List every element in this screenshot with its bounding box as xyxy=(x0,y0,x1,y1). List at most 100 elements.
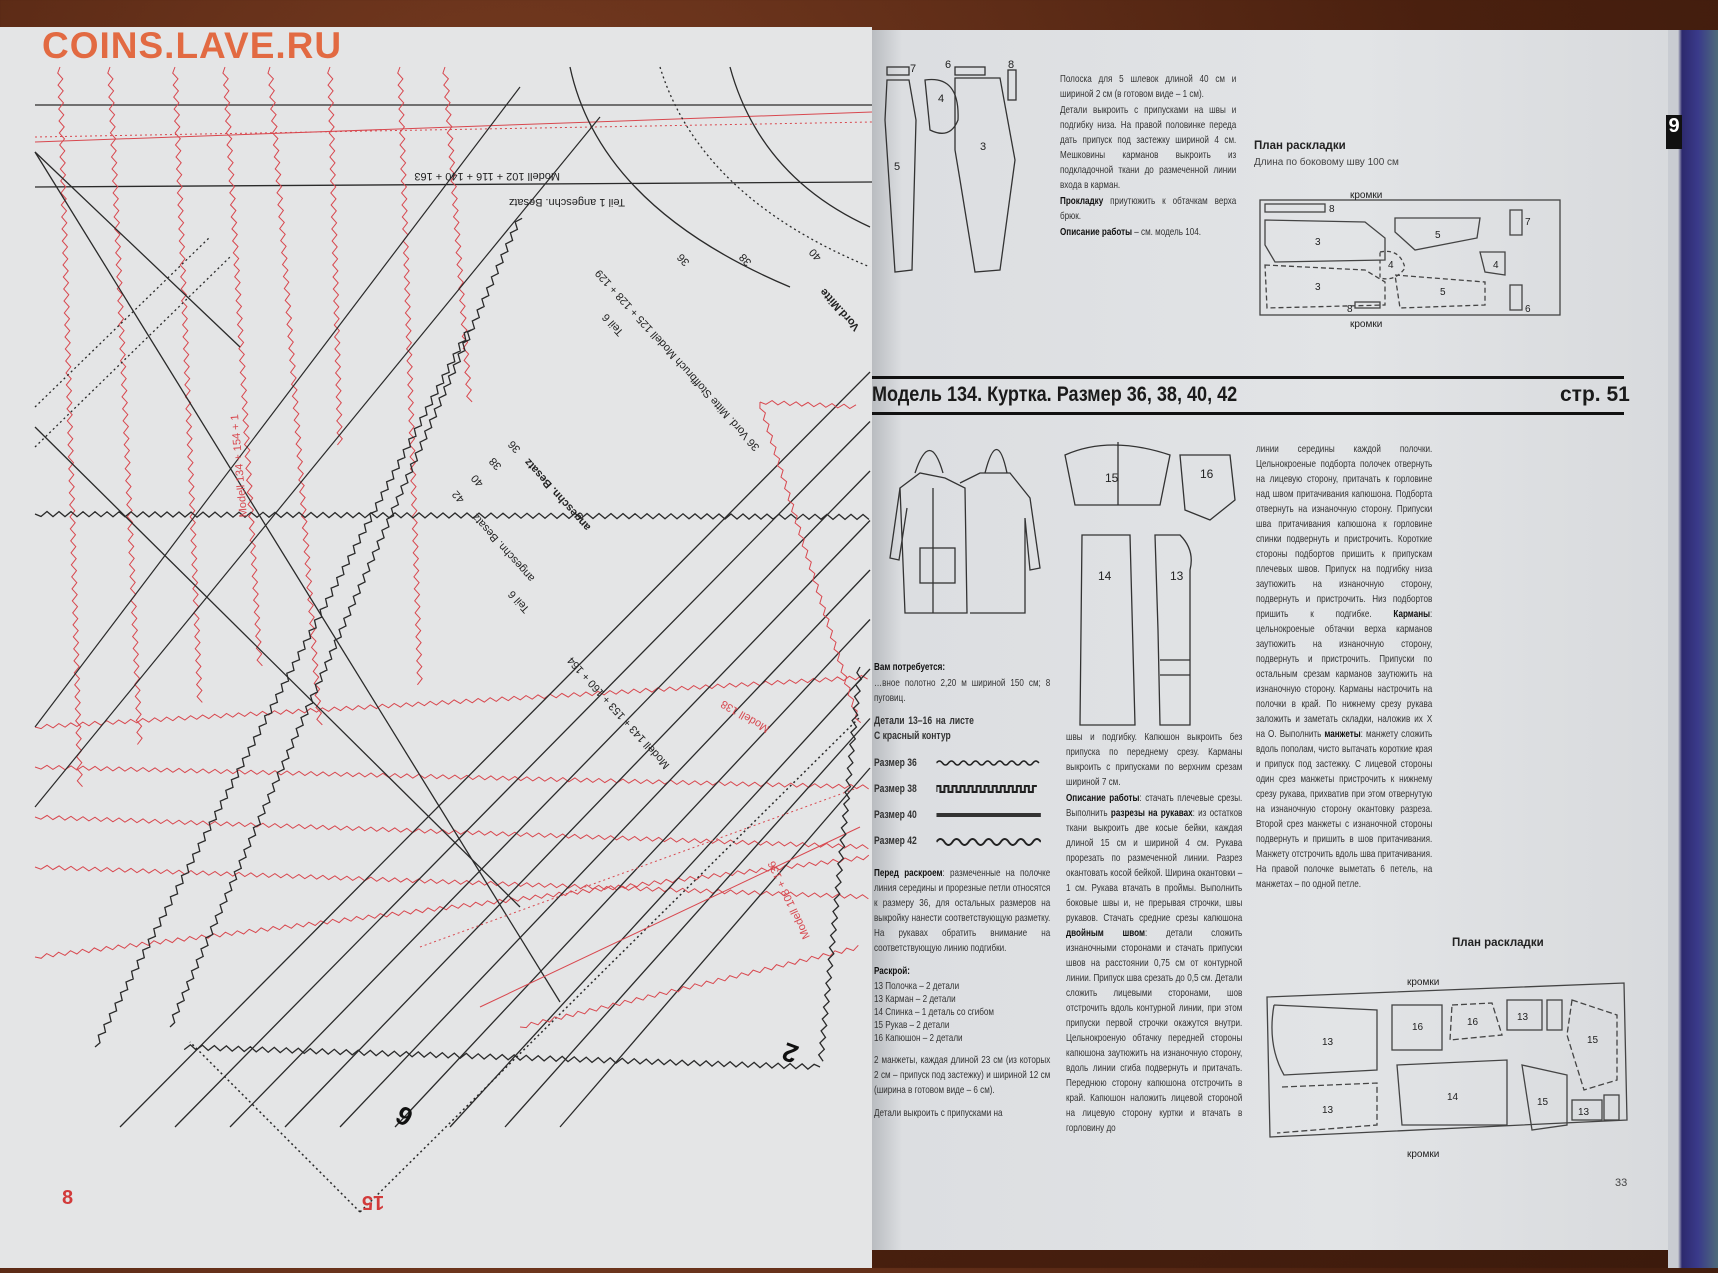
red-wavy-line xyxy=(34,674,868,730)
pattern-diagonal-line xyxy=(229,470,871,1128)
corner-tab-number: 9 xyxy=(1666,115,1682,149)
cuffs-text: 2 манжеты, каждая длиной 23 см (из котор… xyxy=(874,1055,1051,1096)
label-red-modell-138: Modell 138 xyxy=(719,697,772,734)
size-40-label: Размер 40 xyxy=(874,808,917,821)
column-2: швы и подгибку. Капюшон выкроить без при… xyxy=(1066,730,1242,1137)
piece-15: 15 xyxy=(1105,471,1119,485)
pattern-dotted-line xyxy=(34,256,231,448)
work-text: : из остатков ткани выкроить две косые б… xyxy=(1066,808,1243,924)
red-wavy-line xyxy=(267,66,323,726)
layout1-edge-bottom: кромки xyxy=(1350,319,1382,330)
layout2-piece: 13 xyxy=(1322,1105,1334,1116)
label-teil6: Teil 6 xyxy=(506,588,532,615)
watermark: COINS.LAVE.RU xyxy=(42,25,343,66)
layout-title-1: План раскладки xyxy=(1254,140,1346,152)
cuffs-heading: манжеты xyxy=(1324,729,1361,740)
pattern-diagonal-line xyxy=(449,668,871,1128)
red-dotted-line xyxy=(419,786,861,948)
size-36-line xyxy=(936,760,1040,766)
piece-14: 14 xyxy=(1098,569,1112,583)
work-text: – см. модель 104. xyxy=(1132,227,1202,238)
label-besatz2: angeschn. Besatz xyxy=(470,511,537,584)
layout2-edge-top: кромки xyxy=(1407,977,1439,988)
big-number-6: 6 xyxy=(390,1100,418,1133)
pants-piece-8: 8 xyxy=(1008,60,1014,71)
layout2-edge-bottom: кромки xyxy=(1407,1149,1439,1160)
red-wavy-line xyxy=(34,854,870,959)
label-modell-top: Modell 102 + 116 + 140 + 163 xyxy=(414,170,560,182)
label-size38: 38 xyxy=(487,455,504,472)
layout1-piece: 8 xyxy=(1347,304,1353,315)
col3-text: линии середины каждой полочки. Цельнокро… xyxy=(1256,444,1433,620)
before-cut-heading: Перед раскроем xyxy=(874,868,943,879)
pants-piece-3: 3 xyxy=(980,141,986,153)
size-42-label: Размер 42 xyxy=(874,834,917,847)
jacket-sketch xyxy=(889,449,1041,614)
col1-tail-text: Детали выкроить с припусками на xyxy=(874,1108,1003,1119)
black-wavy-line xyxy=(34,510,870,521)
label-red-modell-134: Modell 134 + 154 + 1 xyxy=(229,414,250,518)
pattern-curve xyxy=(569,66,791,288)
pants-piece-4: 4 xyxy=(938,93,944,105)
cut-list-item: 13 Карман – 2 детали xyxy=(874,994,956,1005)
label-size36: 36 xyxy=(506,438,523,455)
red-wavy-line xyxy=(34,764,869,790)
layout1-piece: 6 xyxy=(1525,304,1531,315)
pattern-dotted-line xyxy=(189,1041,361,1213)
pattern-line xyxy=(34,426,521,908)
cut-text: Детали выкроить с припусками на швы и по… xyxy=(1060,105,1237,191)
pattern-sheet-page: Teil 1 angeschn. Besatz Modell 102 + 116… xyxy=(0,27,873,1268)
work-heading: Описание работы xyxy=(1060,227,1133,238)
layout1-edge-top: кромки xyxy=(1350,190,1382,201)
cut-heading: Раскрой: xyxy=(874,966,910,977)
red-wavy-line xyxy=(57,66,83,788)
layout2-piece: 13 xyxy=(1578,1107,1590,1118)
label-size36-top: 36 xyxy=(675,251,692,268)
red-wavy-line xyxy=(759,399,857,410)
header-rule-bottom xyxy=(872,412,1624,415)
pants-piece-7: 7 xyxy=(910,63,916,75)
layout2-piece: 13 xyxy=(1322,1037,1334,1048)
need-title: Вам потребуется: xyxy=(874,662,946,673)
label-size38-top: 38 xyxy=(737,251,754,268)
red-wavy-line xyxy=(759,401,862,723)
piece-13: 13 xyxy=(1170,569,1184,583)
layout1-piece: 4 xyxy=(1493,260,1499,271)
red-wavy-line xyxy=(519,944,859,1029)
right-page-number: 33 xyxy=(1615,1177,1628,1189)
cut-list: 13 Полочка – 2 детали 13 Карман – 2 дета… xyxy=(874,980,1050,1045)
pattern-dotted-line xyxy=(34,121,873,138)
cut-list-item: 15 Рукав – 2 детали xyxy=(874,1020,950,1031)
corner-piece-number: 15 xyxy=(362,1191,385,1213)
pattern-diagonal-line xyxy=(34,86,521,728)
pants-piece-5: 5 xyxy=(894,161,900,173)
pattern-diagonal-line xyxy=(34,116,601,808)
red-wavy-line xyxy=(107,66,143,745)
red-wavy-line xyxy=(222,66,263,667)
label-size42: 42 xyxy=(450,488,467,505)
model-title: Модель 134. Куртка. Размер 36, 38, 40, 4… xyxy=(872,383,1238,406)
layout2-piece: 15 xyxy=(1537,1097,1549,1108)
pattern-diagonal-line xyxy=(394,619,871,1128)
pattern-line xyxy=(34,181,873,188)
pattern-diagonal-line xyxy=(559,767,871,1128)
next-page-edge: 9 xyxy=(1666,30,1718,1268)
pockets-heading: Карманы xyxy=(1393,609,1431,620)
column-1: Вам потребуется: …вное полотно 2,20 м ши… xyxy=(874,660,1050,1122)
col3-text: : цельнокроеные обтачки верха карманов з… xyxy=(1256,609,1433,740)
layout1-piece: 3 xyxy=(1315,282,1321,293)
work-text: : детали сложить изнаночными сторонами и… xyxy=(1066,928,1243,1134)
trousers-instructions: Полоска для 5 шлевок длиной 40 см и шири… xyxy=(1060,72,1236,241)
size-40-line xyxy=(936,813,1041,817)
interlining-text: приутюжить к обтачкам верха брюк. xyxy=(1060,196,1237,222)
pattern-line xyxy=(34,151,561,1003)
label-besatz1: angeschn. Besatz xyxy=(522,456,593,533)
size-42-line xyxy=(936,838,1041,846)
page-reference: стр. 51 xyxy=(1560,383,1630,406)
label-teil6-top: Teil 6 xyxy=(600,311,626,338)
layout1-piece: 7 xyxy=(1525,217,1531,228)
pattern-pieces-sketch: 15 16 14 13 xyxy=(1064,442,1236,726)
size-38-label: Размер 38 xyxy=(874,782,917,795)
double-seam-heading: двойным швом xyxy=(1066,928,1145,939)
layout1-piece: 3 xyxy=(1315,237,1321,248)
